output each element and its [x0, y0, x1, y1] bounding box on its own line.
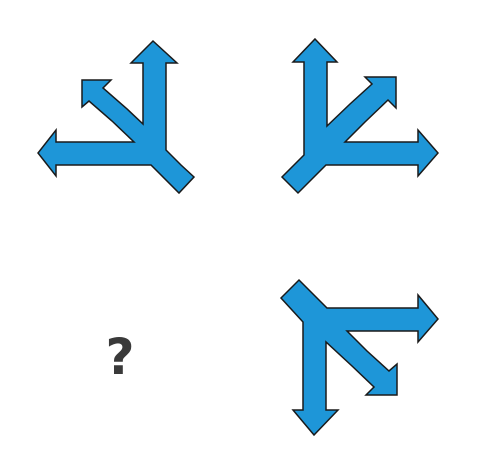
- arrow-shape: [280, 37, 439, 195]
- three-way-arrow-up-right-icon: [280, 37, 439, 195]
- question-mark: ?: [105, 328, 135, 386]
- arrow-shape: [37, 39, 196, 195]
- arrow-shape: [279, 278, 439, 437]
- three-way-arrow-down-right-icon: [279, 278, 439, 437]
- three-way-arrow-up-left-icon: [37, 39, 196, 195]
